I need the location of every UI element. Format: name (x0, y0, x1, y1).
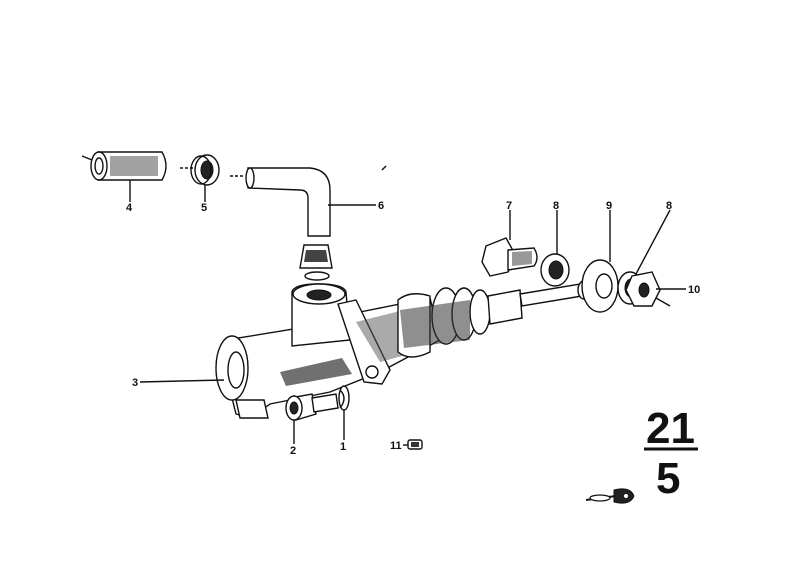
callout-10: 10 (688, 284, 700, 296)
port-seal (299, 244, 333, 281)
rubber-boot (397, 287, 523, 358)
callout-7: 7 (506, 200, 512, 212)
part-5-grommet (180, 154, 220, 202)
callout-8a: 8 (553, 200, 559, 212)
part-7-bolt (481, 210, 538, 277)
group-number-sub: 5 (656, 454, 680, 503)
part-4-hose (81, 151, 167, 202)
callout-1: 1 (340, 441, 346, 453)
part-9-bush (581, 210, 619, 313)
callout-2: 2 (290, 445, 296, 457)
part-1-spring-washer (338, 385, 350, 440)
part-8-washer-left (540, 210, 570, 287)
callout-4: 4 (126, 202, 133, 214)
part-10-nut (625, 271, 686, 307)
callout-3: 3 (132, 377, 138, 389)
part-2-screw (285, 393, 339, 444)
key-symbol-icon (585, 488, 635, 504)
callout-6: 6 (378, 200, 384, 212)
part-11-kit-symbol (403, 439, 423, 450)
callout-5: 5 (201, 202, 207, 214)
callout-8b: 8 (666, 200, 672, 212)
callout-11: 11 (390, 440, 402, 452)
group-number-main: 21 (646, 404, 695, 453)
callout-9: 9 (606, 200, 612, 212)
part-6-elbow-pipe (230, 165, 387, 237)
